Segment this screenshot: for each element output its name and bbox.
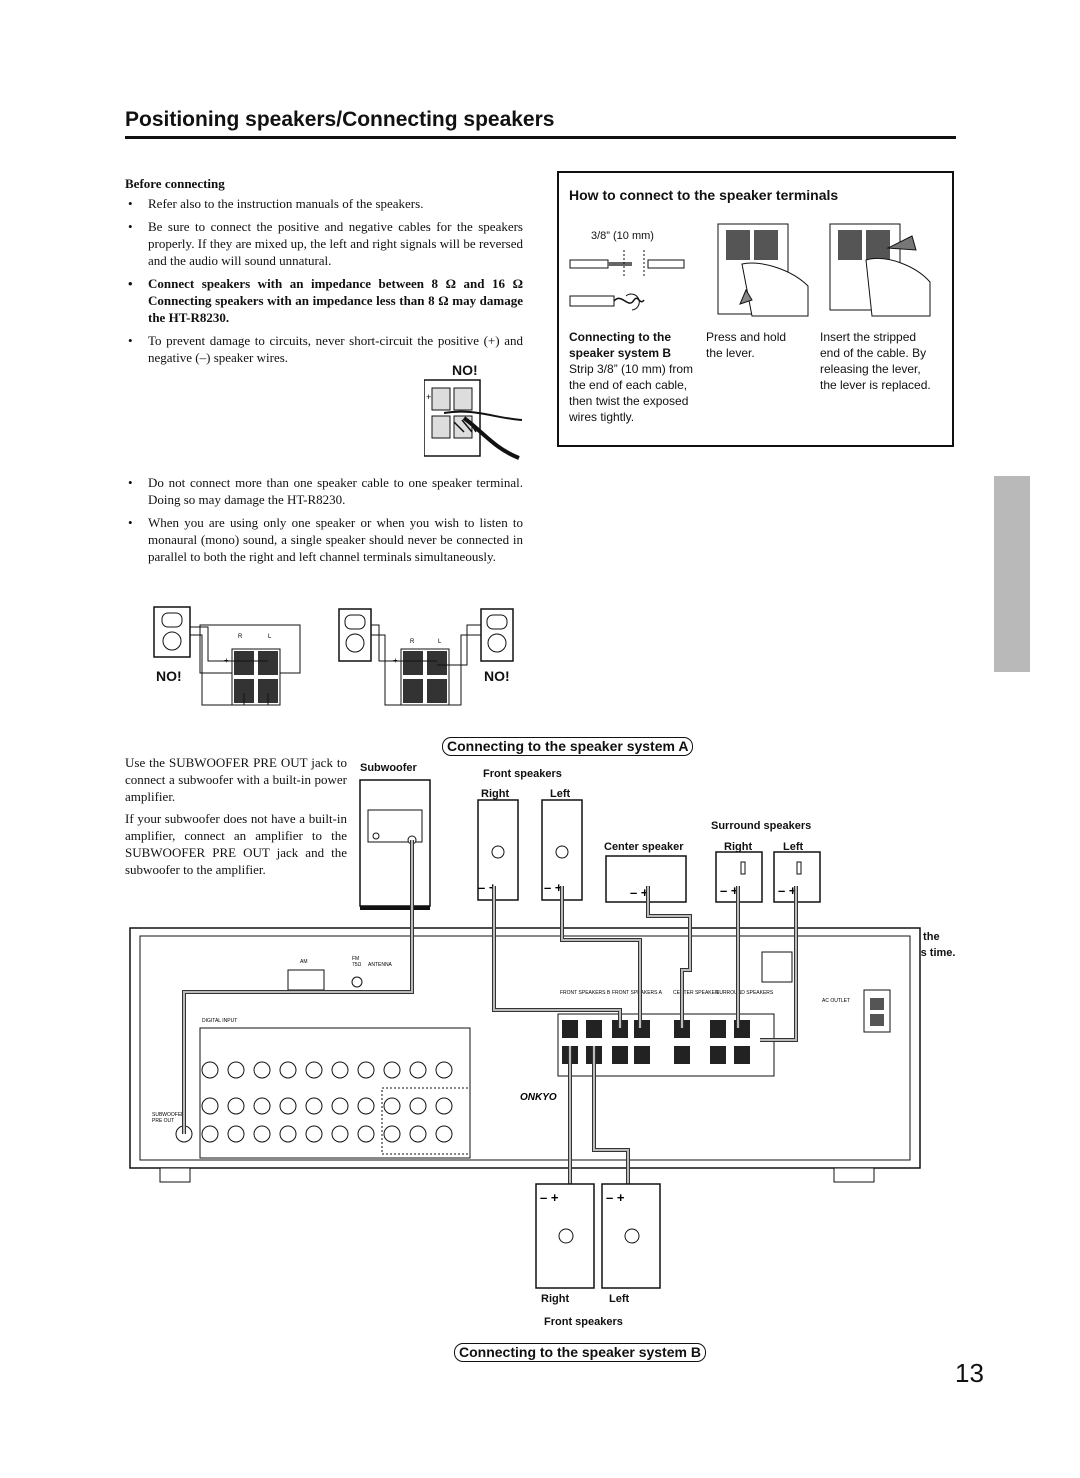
before-connecting-heading: Before connecting xyxy=(125,176,225,191)
svg-text:+: + xyxy=(426,392,431,402)
svg-text:ONKYO: ONKYO xyxy=(520,1092,557,1103)
front-left-speaker-b xyxy=(601,1183,661,1289)
label-surround-right: Right xyxy=(724,841,753,853)
section-tab xyxy=(994,476,1030,672)
label-front-right-b: Right xyxy=(541,1293,570,1305)
svg-text:CENTER SPEAKER: CENTER SPEAKER xyxy=(673,990,719,996)
svg-text:AC OUTLET: AC OUTLET xyxy=(822,998,850,1004)
no-label-3: NO! xyxy=(484,668,510,684)
svg-text:AM: AM xyxy=(300,959,308,965)
step-strip-heading: Connecting to the speaker system B xyxy=(569,330,672,360)
step-press-lever: Press and hold the lever. xyxy=(706,330,787,360)
label-front-speakers-a: Front speakers xyxy=(483,768,562,780)
parallel-wiring-diagram-2: R L + xyxy=(338,608,514,706)
svg-text:– +: – + xyxy=(630,885,649,900)
bullet-mono: When you are using only one speaker or w… xyxy=(125,514,523,565)
svg-text:L: L xyxy=(438,639,442,645)
svg-text:DIGITAL INPUT: DIGITAL INPUT xyxy=(202,1018,237,1024)
bullet-one-cable: Do not connect more than one speaker cab… xyxy=(125,474,523,508)
svg-text:75Ω: 75Ω xyxy=(352,962,362,968)
strip-dimension: 3/8” (10 mm) xyxy=(591,230,654,242)
before-connecting-list-2: Do not connect more than one speaker cab… xyxy=(125,474,523,571)
step-strip-cable: Connecting to the speaker system B Strip… xyxy=(569,329,695,425)
label-center-speaker: Center speaker xyxy=(604,841,684,853)
bullet-impedance: Connect speakers with an impedance betwe… xyxy=(125,275,523,326)
svg-text:FRONT SPEAKERS A: FRONT SPEAKERS A xyxy=(612,990,663,996)
bullet-refer: Refer also to the instruction manuals of… xyxy=(125,195,523,212)
front-left-speaker-a xyxy=(541,799,583,901)
label-front-left-a: Left xyxy=(550,788,571,800)
subwoofer-cabinet xyxy=(359,779,431,907)
terminal-howto-title: How to connect to the speaker terminals xyxy=(569,187,839,203)
system-a-title: Connecting to the speaker system A xyxy=(442,737,694,756)
label-surround-left: Left xyxy=(783,841,804,853)
bullet-polarity: Be sure to connect the positive and nega… xyxy=(125,218,523,269)
before-connecting-list: Refer also to the instruction manuals of… xyxy=(125,195,523,372)
front-right-speaker-b xyxy=(535,1183,595,1289)
svg-text:R: R xyxy=(410,639,415,645)
svg-text:PRE OUT: PRE OUT xyxy=(152,1118,174,1124)
subwoofer-panel xyxy=(367,809,423,843)
svg-text:L: L xyxy=(268,634,272,640)
svg-text:FM: FM xyxy=(352,956,359,962)
parallel-wiring-diagram-1: R L + xyxy=(153,606,301,706)
speaker-wiring-diagram: – + – + – + – + – + AM FM 75Ω ANTENNA AC… xyxy=(129,779,921,1289)
no-label-1: NO! xyxy=(452,362,478,378)
step-insert-cable: Insert the stripped end of the cable. By… xyxy=(820,330,931,392)
svg-text:– +: – + xyxy=(606,1190,625,1205)
wire-strip-illustration xyxy=(569,250,685,311)
label-front-left-b: Left xyxy=(609,1293,630,1305)
svg-text:SUBWOOFER: SUBWOOFER xyxy=(152,1112,185,1118)
svg-text:R: R xyxy=(238,634,243,640)
bullet-short-circuit: To prevent damage to circuits, never sho… xyxy=(125,332,523,366)
receiver-rear-panel xyxy=(129,927,921,1169)
front-right-speaker-a xyxy=(477,799,519,901)
svg-text:– +: – + xyxy=(540,1190,559,1205)
svg-text:ANTENNA: ANTENNA xyxy=(368,962,393,968)
svg-text:SURROUND SPEAKERS: SURROUND SPEAKERS xyxy=(716,990,774,996)
step-strip-text: Strip 3/8” (10 mm) from the end of each … xyxy=(569,362,694,424)
page-title: Positioning speakers/Connecting speakers xyxy=(125,108,555,131)
insert-cable-illustration xyxy=(829,223,931,317)
label-subwoofer: Subwoofer xyxy=(360,762,417,774)
title-rule xyxy=(125,136,956,139)
svg-text:– +: – + xyxy=(720,883,739,898)
page-number: 13 xyxy=(955,1358,984,1388)
label-front-right-a: Right xyxy=(481,788,510,800)
svg-text:– +: – + xyxy=(778,883,797,898)
svg-text:– +: – + xyxy=(544,880,563,895)
press-lever-illustration xyxy=(717,223,809,317)
svg-text:FRONT SPEAKERS B: FRONT SPEAKERS B xyxy=(560,990,611,996)
system-b-title: Connecting to the speaker system B xyxy=(454,1343,706,1362)
shorted-terminal-illustration: + xyxy=(424,379,523,460)
no-label-2: NO! xyxy=(156,668,182,684)
subwoofer-paragraph-1: Use the SUBWOOFER PRE OUT jack to connec… xyxy=(125,755,347,804)
label-surround-speakers: Surround speakers xyxy=(711,820,812,832)
terminal-howto-box xyxy=(557,171,954,447)
label-front-speakers-b: Front speakers xyxy=(544,1316,623,1328)
subwoofer-paragraph-2: If your subwoofer does not have a built-… xyxy=(125,811,347,877)
